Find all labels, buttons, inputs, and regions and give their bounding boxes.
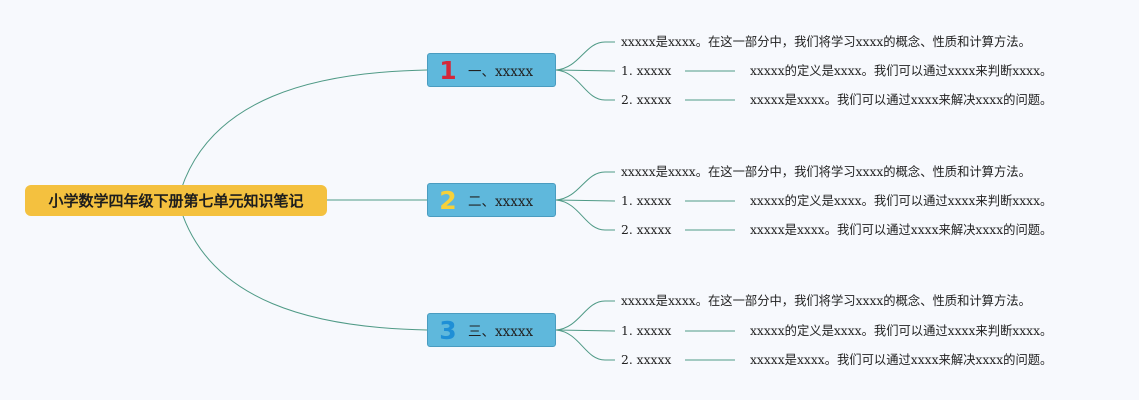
section-3-item-1-label: 1. xxxxx (621, 324, 672, 338)
section-title-2: 二、xxxxx (468, 194, 534, 210)
section-1-item-2-desc: xxxxx是xxxx。我们可以通过xxxx来解决xxxx的问题。 (750, 93, 1053, 107)
section-2-item-1-desc: xxxxx的定义是xxxx。我们可以通过xxxx来判断xxxx。 (750, 194, 1053, 208)
section-3-item-2-label: 2. xxxxx (621, 353, 672, 367)
root-node[interactable]: 小学数学四年级下册第七单元知识笔记 (25, 185, 327, 216)
section-2-item-1-label: 1. xxxxx (621, 194, 672, 208)
section-title-1: 一、xxxxx (468, 64, 534, 80)
section-node-2[interactable]: 2 二、xxxxx (427, 183, 556, 217)
section-2-item-2-label: 2. xxxxx (621, 223, 672, 237)
connector-root-s1 (177, 69, 428, 201)
section-title-3: 三、xxxxx (468, 324, 534, 340)
section-1-item-1-label: 1. xxxxx (621, 64, 672, 78)
section-number-3: 3 (439, 315, 457, 345)
section-3-intro: xxxxx是xxxx。在这一部分中，我们将学习xxxx的概念、性质和计算方法。 (621, 294, 1031, 308)
section-1-item-2-label: 2. xxxxx (621, 93, 672, 107)
section-3-item-2-desc: xxxxx是xxxx。我们可以通过xxxx来解决xxxx的问题。 (750, 353, 1053, 367)
section-number-1: 1 (439, 55, 457, 85)
section-1-intro: xxxxx是xxxx。在这一部分中，我们将学习xxxx的概念、性质和计算方法。 (621, 35, 1031, 49)
section-1-item-1-desc: xxxxx的定义是xxxx。我们可以通过xxxx来判断xxxx。 (750, 64, 1053, 78)
root-label: 小学数学四年级下册第七单元知识笔记 (48, 192, 304, 210)
section-2-intro: xxxxx是xxxx。在这一部分中，我们将学习xxxx的概念、性质和计算方法。 (621, 165, 1031, 179)
section-number-2: 2 (439, 185, 457, 215)
section-3-item-1-desc: xxxxx的定义是xxxx。我们可以通过xxxx来判断xxxx。 (750, 324, 1053, 338)
section-node-3[interactable]: 3 三、xxxxx (427, 313, 556, 347)
section-node-1[interactable]: 1 一、xxxxx (427, 53, 556, 87)
connector-root-s3 (177, 199, 428, 331)
section-2-item-2-desc: xxxxx是xxxx。我们可以通过xxxx来解决xxxx的问题。 (750, 223, 1053, 237)
